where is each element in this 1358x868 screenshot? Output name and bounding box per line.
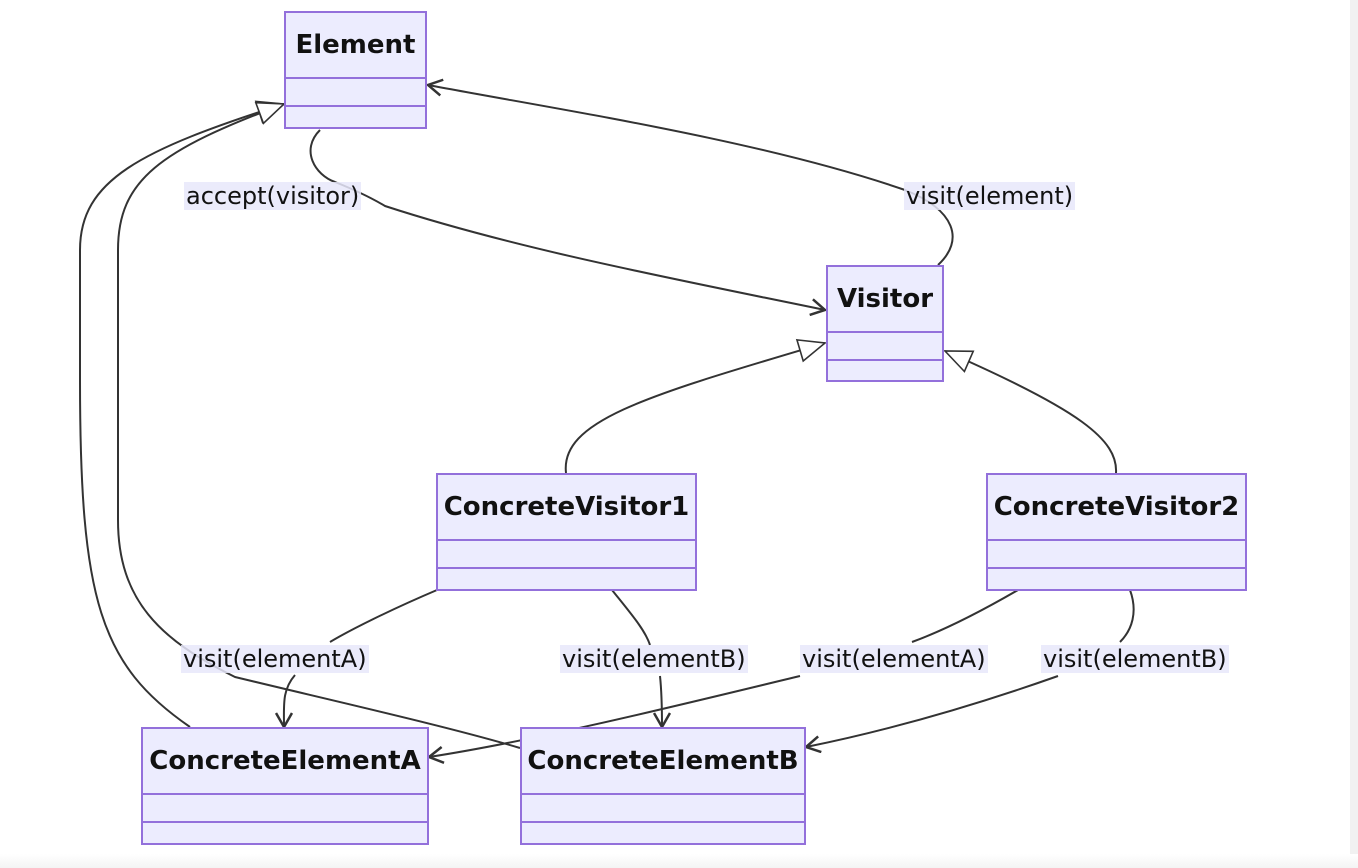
class-visitor-name: Visitor: [828, 267, 942, 333]
class-concrete-element-a[interactable]: ConcreteElementA: [141, 727, 429, 845]
class-element[interactable]: Element: [284, 11, 427, 129]
class-concrete-element-a-methods: [143, 823, 427, 841]
link-cv1-visit-element-b: [611, 589, 662, 727]
link-cv1-visit-element-a: [284, 589, 438, 727]
class-concrete-visitor-2-attributes: [988, 541, 1245, 569]
class-concrete-element-a-name: ConcreteElementA: [143, 729, 427, 795]
label-cv2-visit-element-a: visit(elementA): [800, 645, 988, 673]
class-concrete-element-b[interactable]: ConcreteElementB: [520, 727, 806, 845]
page-edge: [1350, 0, 1358, 868]
class-visitor[interactable]: Visitor: [826, 265, 944, 382]
label-accept-visitor: accept(visitor): [184, 182, 362, 210]
class-concrete-visitor-2[interactable]: ConcreteVisitor2: [986, 473, 1247, 591]
label-cv1-visit-element-b: visit(elementB): [560, 645, 748, 673]
class-concrete-visitor-2-methods: [988, 569, 1245, 587]
link-accept-visitor: [309, 129, 825, 310]
class-concrete-visitor-2-name: ConcreteVisitor2: [988, 475, 1245, 541]
class-concrete-visitor-1-attributes: [438, 541, 695, 569]
page-bottom-shade: [0, 854, 1358, 868]
class-concrete-visitor-1[interactable]: ConcreteVisitor1: [436, 473, 697, 591]
link-visit-element: [428, 85, 954, 266]
link-cv2-inherits-visitor: [945, 350, 1118, 474]
label-cv1-visit-element-a: visit(elementA): [181, 645, 369, 673]
link-cea-inherits-element: [79, 104, 284, 728]
class-concrete-element-b-name: ConcreteElementB: [522, 729, 804, 795]
class-element-methods: [286, 107, 425, 125]
class-concrete-visitor-1-methods: [438, 569, 695, 587]
class-element-attributes: [286, 79, 425, 107]
link-cv1-inherits-visitor: [564, 343, 825, 474]
label-cv2-visit-element-b: visit(elementB): [1041, 645, 1229, 673]
link-cv2-visit-element-a: [429, 589, 1019, 757]
link-ceb-inherits-element: [117, 104, 521, 749]
class-concrete-element-b-methods: [522, 823, 804, 841]
label-visit-element: visit(element): [904, 182, 1076, 210]
class-concrete-element-b-attributes: [522, 795, 804, 823]
class-visitor-methods: [828, 361, 942, 379]
class-element-name: Element: [286, 13, 425, 79]
class-visitor-attributes: [828, 333, 942, 361]
link-cv2-visit-element-b: [806, 589, 1135, 747]
class-concrete-element-a-attributes: [143, 795, 427, 823]
class-concrete-visitor-1-name: ConcreteVisitor1: [438, 475, 695, 541]
